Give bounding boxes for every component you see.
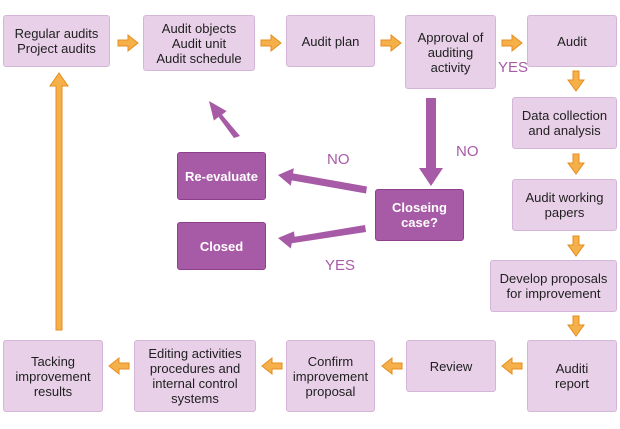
audit-box: Audit [527,15,617,67]
review-box: Review [406,340,496,392]
yes-label-approval: YES [498,59,529,76]
arrow-confirm-to-editing [261,356,283,376]
no-label-closing: NO [327,151,350,168]
arrow-closing-to-reevaluate [278,168,367,194]
arrow-objects-to-plan [260,33,282,53]
approval-box: Approval of auditing activity [405,15,496,89]
arrow-review-to-confirm [381,356,403,376]
arrow-regular-to-objects [117,33,139,53]
tacking-box: Tacking improvement results [3,340,103,412]
proposals-box: Develop proposals for improvement [490,260,617,312]
working-papers-box: Audit working papers [512,179,617,231]
arrow-reevaluate-to-objects [209,101,240,138]
no-label-approval: NO [456,143,479,160]
audit-objects-box: Audit objects Audit unit Audit schedule [143,15,255,71]
arrow-plan-to-approval [380,33,402,53]
arrow-editing-to-tacking [108,356,130,376]
regular-audits-box: Regular audits Project audits [3,15,110,67]
audit-plan-box: Audit plan [286,15,375,67]
arrow-approval-to-audit [501,33,523,53]
arrow-proposals-to-report [567,315,585,337]
data-collection-box: Data collection and analysis [512,97,617,149]
report-box: Auditi report [527,340,617,412]
closing-case-box: Closeing case? [375,189,464,241]
arrow-tacking-to-regular [49,72,69,331]
arrow-working-to-proposals [567,235,585,257]
arrow-closing-to-closed [278,225,366,249]
arrow-audit-to-data [567,70,585,92]
arrow-data-to-working [567,153,585,175]
arrow-report-to-review [501,356,523,376]
confirm-box: Confirm improvement proposal [286,340,375,412]
yes-label-closing: YES [325,257,356,274]
reevaluate-box: Re-evaluate [177,152,266,200]
closed-box: Closed [177,222,266,270]
arrow-approval-to-closing [419,98,443,186]
editing-box: Editing activities procedures and intern… [134,340,256,412]
